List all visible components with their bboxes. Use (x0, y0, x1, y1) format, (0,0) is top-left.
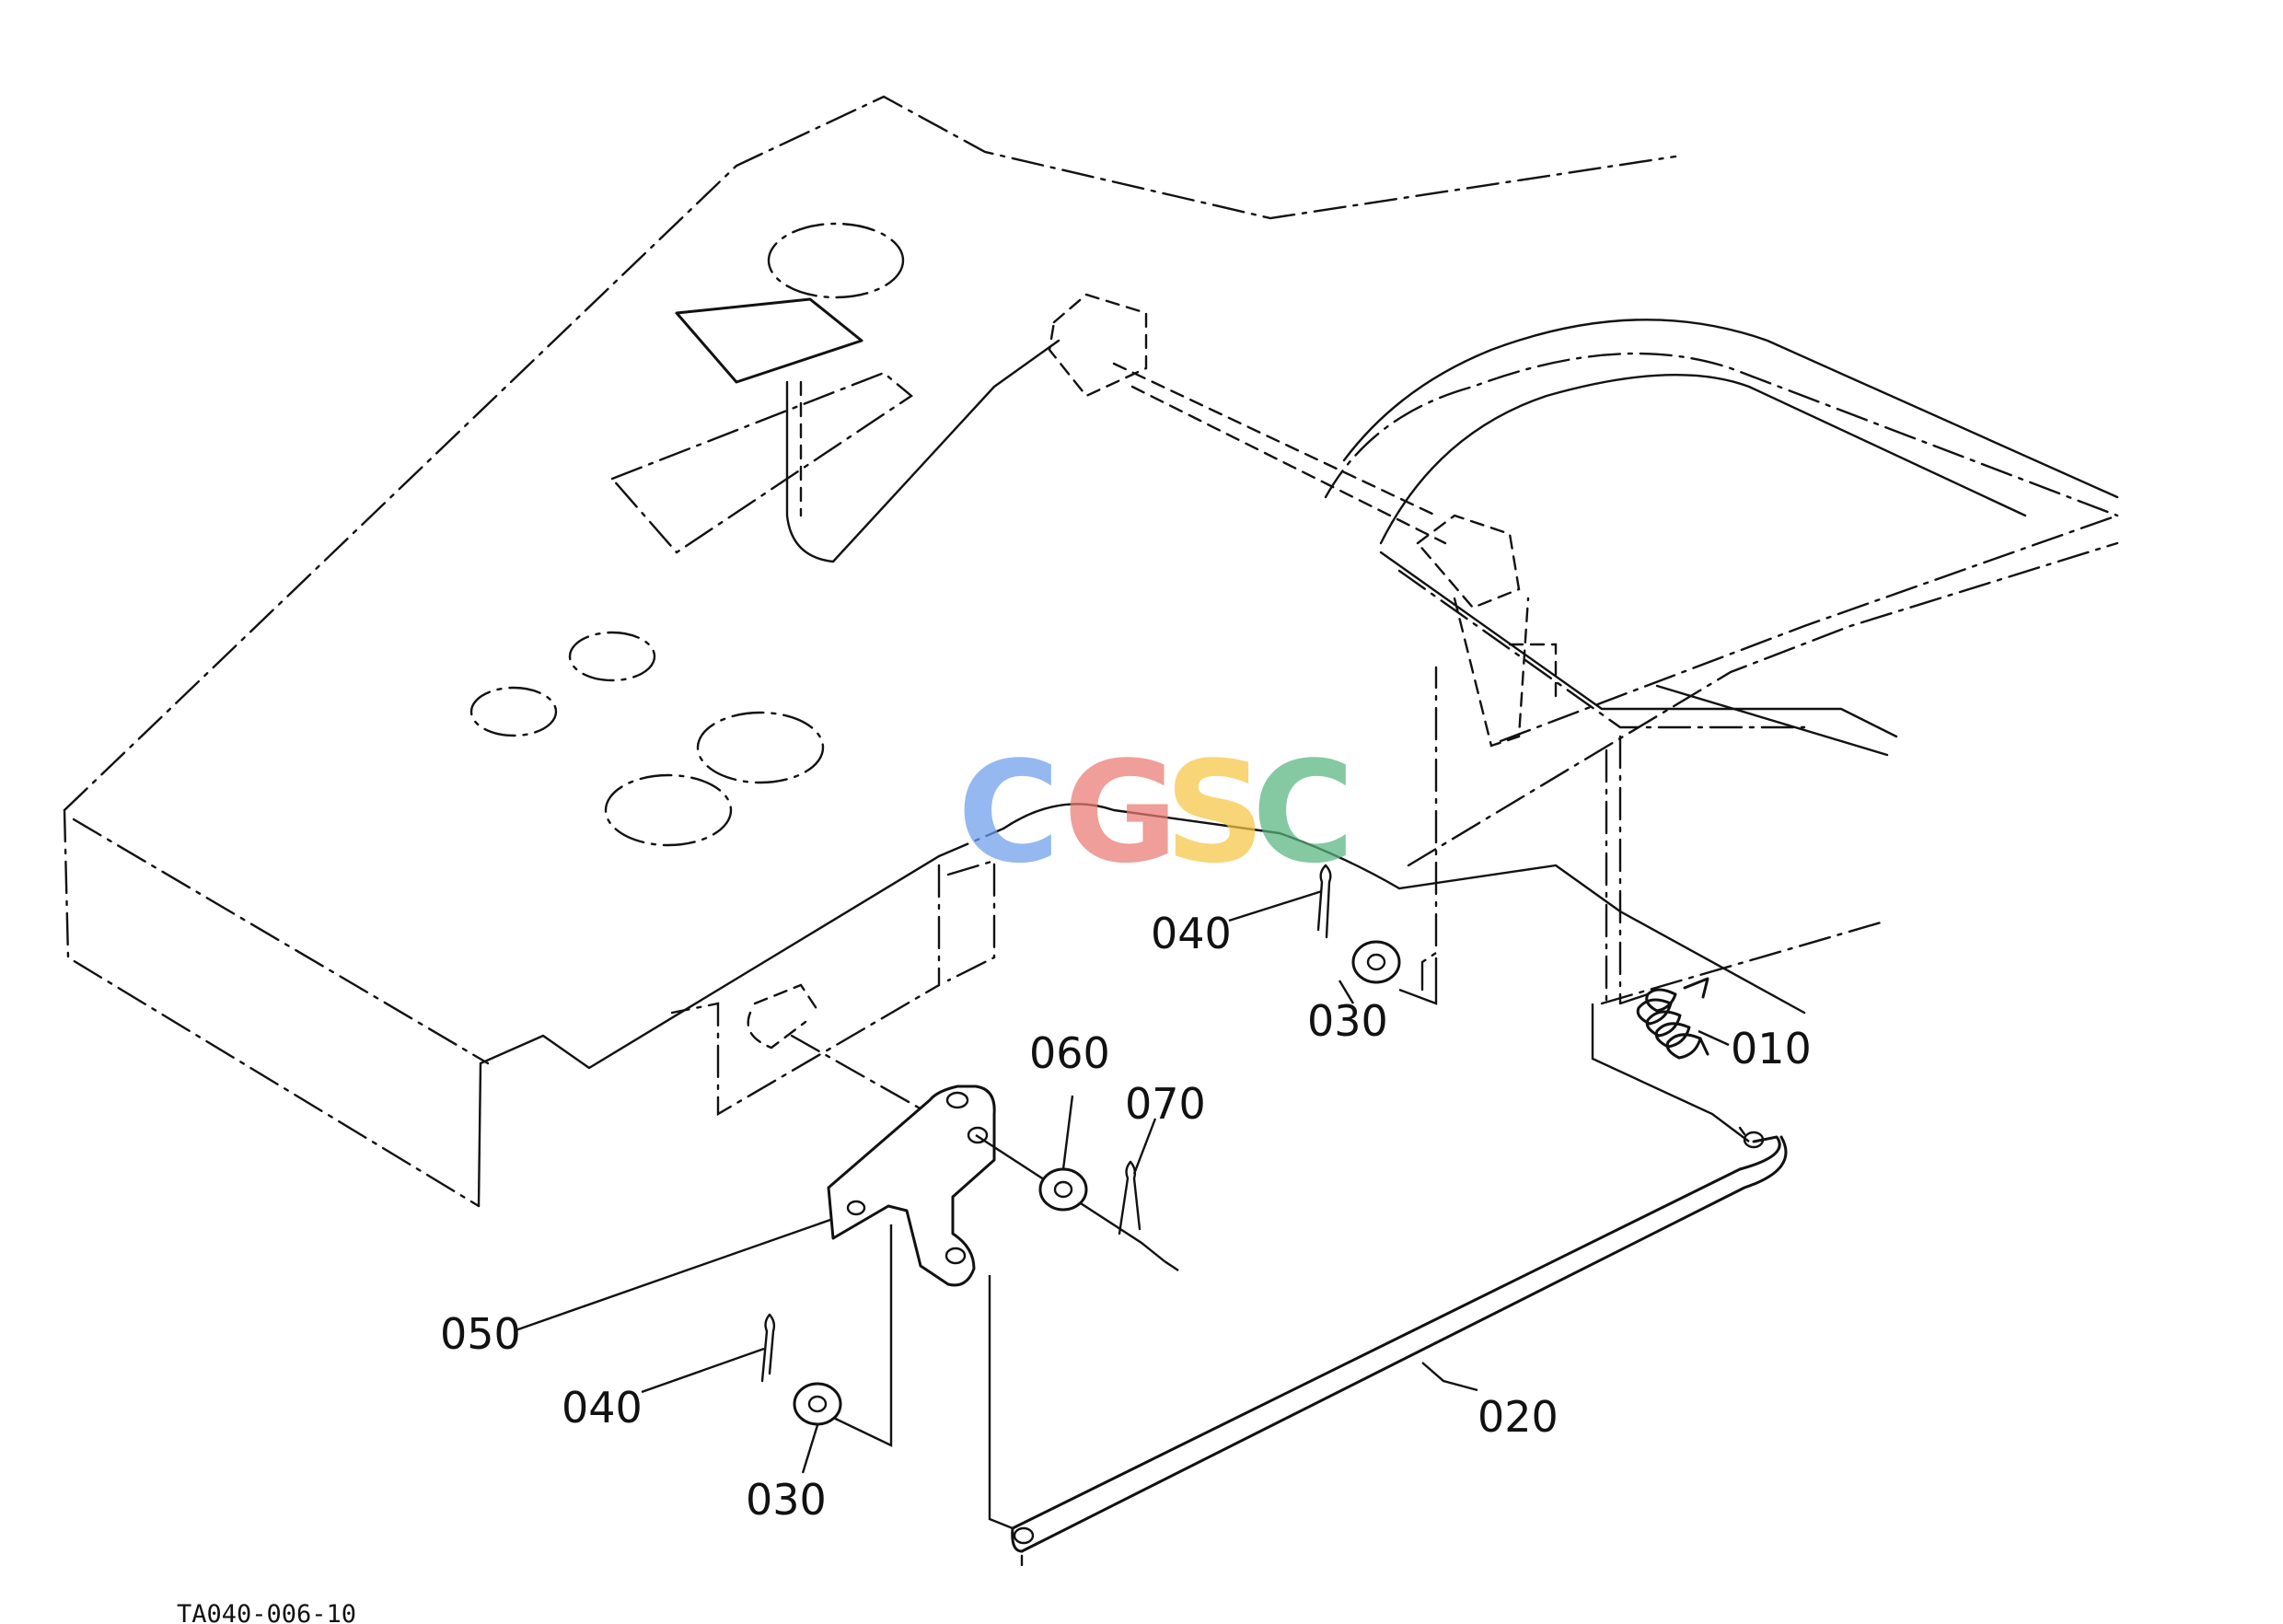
deck-holes (469, 222, 905, 847)
pivot-pin (747, 983, 932, 1116)
callout-060: 060 (1029, 1028, 1110, 1078)
pedal-assembly (609, 293, 1447, 563)
callout-010: 010 (1731, 1024, 1812, 1073)
watermark-letter-1: C (957, 731, 1060, 894)
link-rod-020 (1011, 1126, 1788, 1567)
callout-020: 020 (1478, 1392, 1559, 1442)
cotter-pin-040-upper (1316, 864, 1332, 939)
callout-leaders (515, 889, 1730, 1474)
spring-010 (1636, 977, 1709, 1060)
deck-frame-outline (63, 95, 2119, 1208)
callout-030-upper: 030 (1307, 996, 1388, 1046)
watermark-letter-3: S (1165, 731, 1265, 894)
callout-030-lower: 030 (746, 1475, 827, 1525)
bracket-plate-050 (827, 1085, 996, 1287)
cotter-pin-070 (1118, 1160, 1142, 1235)
assembly-lines (823, 957, 1750, 1530)
washer-060 (1038, 1167, 1088, 1212)
washer-030-upper (1351, 940, 1401, 984)
callout-labels: 010 020 030 030 040 040 050 060 070 (440, 909, 1812, 1525)
callout-070: 070 (1125, 1079, 1206, 1129)
callout-040-upper: 040 (1151, 909, 1232, 958)
seat-frame (1324, 319, 2119, 1005)
watermark-letter-4: C (1252, 731, 1355, 894)
diagram-code: TA040-006-10 (177, 1600, 356, 1624)
watermark-letter-2: G (1063, 731, 1178, 894)
cgsc-watermark: C G S C (957, 731, 1355, 894)
cotter-pin-040-lower (760, 1313, 776, 1383)
washer-030-lower (793, 1382, 842, 1426)
callout-050: 050 (440, 1309, 521, 1359)
callout-040-lower: 040 (562, 1383, 643, 1433)
